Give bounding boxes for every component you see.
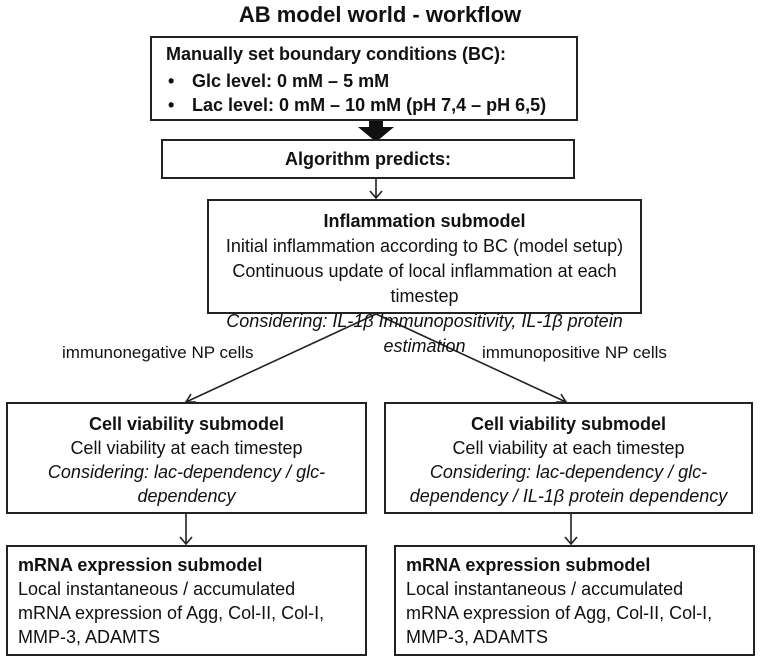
boundary-conditions-list: Glc level: 0 mM – 5 mM Lac level: 0 mM –… — [166, 69, 566, 117]
arrow-algo-to-inflammation — [369, 179, 383, 200]
inflammation-submodel-box: Inflammation submodel Initial inflammati… — [207, 199, 642, 356]
branch-label-immunopositive: immunopositive NP cells — [482, 343, 667, 362]
mrna-heading-left: mRNA expression submodel — [18, 555, 263, 575]
cell-viability-box-right: Cell viability submodel Cell viability a… — [384, 402, 753, 514]
mrna-line-2-right: mRNA expression of Agg, Col-II, Col-I, — [406, 603, 713, 623]
inflammation-heading: Inflammation submodel — [323, 211, 526, 231]
cell-viability-considering-right-1: Considering: lac-dependency / glc- — [429, 462, 708, 482]
bc-item-glc: Glc level: 0 mM – 5 mM — [166, 69, 566, 93]
boundary-conditions-heading: Manually set boundary conditions (BC): — [166, 44, 507, 64]
arrow-left-cv-to-mrna — [179, 514, 193, 546]
thick-down-arrow — [358, 119, 394, 142]
mrna-expression-box-right: mRNA expression submodel Local instantan… — [394, 545, 755, 656]
cell-viability-considering-left-1: Considering: lac-dependency / glc- — [47, 462, 326, 482]
mrna-line-1-right: Local instantaneous / accumulated — [406, 579, 684, 599]
algorithm-box: Algorithm predicts: — [161, 139, 575, 179]
mrna-heading-right: mRNA expression submodel — [406, 555, 651, 575]
cell-viability-heading-right: Cell viability submodel — [470, 414, 667, 434]
inflammation-considering: Considering: IL-1β Immunopositivity, IL-… — [226, 311, 623, 356]
cell-viability-line-right: Cell viability at each timestep — [452, 438, 685, 458]
boundary-conditions-box: Manually set boundary conditions (BC): G… — [150, 36, 578, 121]
cell-viability-line-left: Cell viability at each timestep — [70, 438, 303, 458]
bc-item-lac: Lac level: 0 mM – 10 mM (pH 7,4 – pH 6,5… — [166, 93, 566, 117]
inflammation-line-1: Initial inflammation according to BC (mo… — [225, 236, 624, 256]
branch-label-immunonegative: immunonegative NP cells — [62, 343, 254, 362]
cell-viability-considering-left-2: dependency — [137, 486, 236, 506]
mrna-line-1-left: Local instantaneous / accumulated — [18, 579, 296, 599]
diagram-title: AB model world - workflow — [238, 2, 522, 27]
cell-viability-box-left: Cell viability submodel Cell viability a… — [6, 402, 367, 514]
mrna-expression-box-left: mRNA expression submodel Local instantan… — [6, 545, 367, 656]
mrna-line-3-right: MMP-3, ADAMTS — [406, 627, 549, 647]
inflammation-line-2: Continuous update of local inflammation … — [232, 261, 617, 306]
mrna-line-2-left: mRNA expression of Agg, Col-II, Col-I, — [18, 603, 325, 623]
cell-viability-considering-right-2: dependency / IL-1β protein dependency — [409, 486, 728, 506]
arrow-right-cv-to-mrna — [564, 514, 578, 546]
cell-viability-heading-left: Cell viability submodel — [88, 414, 285, 434]
mrna-line-3-left: MMP-3, ADAMTS — [18, 627, 161, 647]
